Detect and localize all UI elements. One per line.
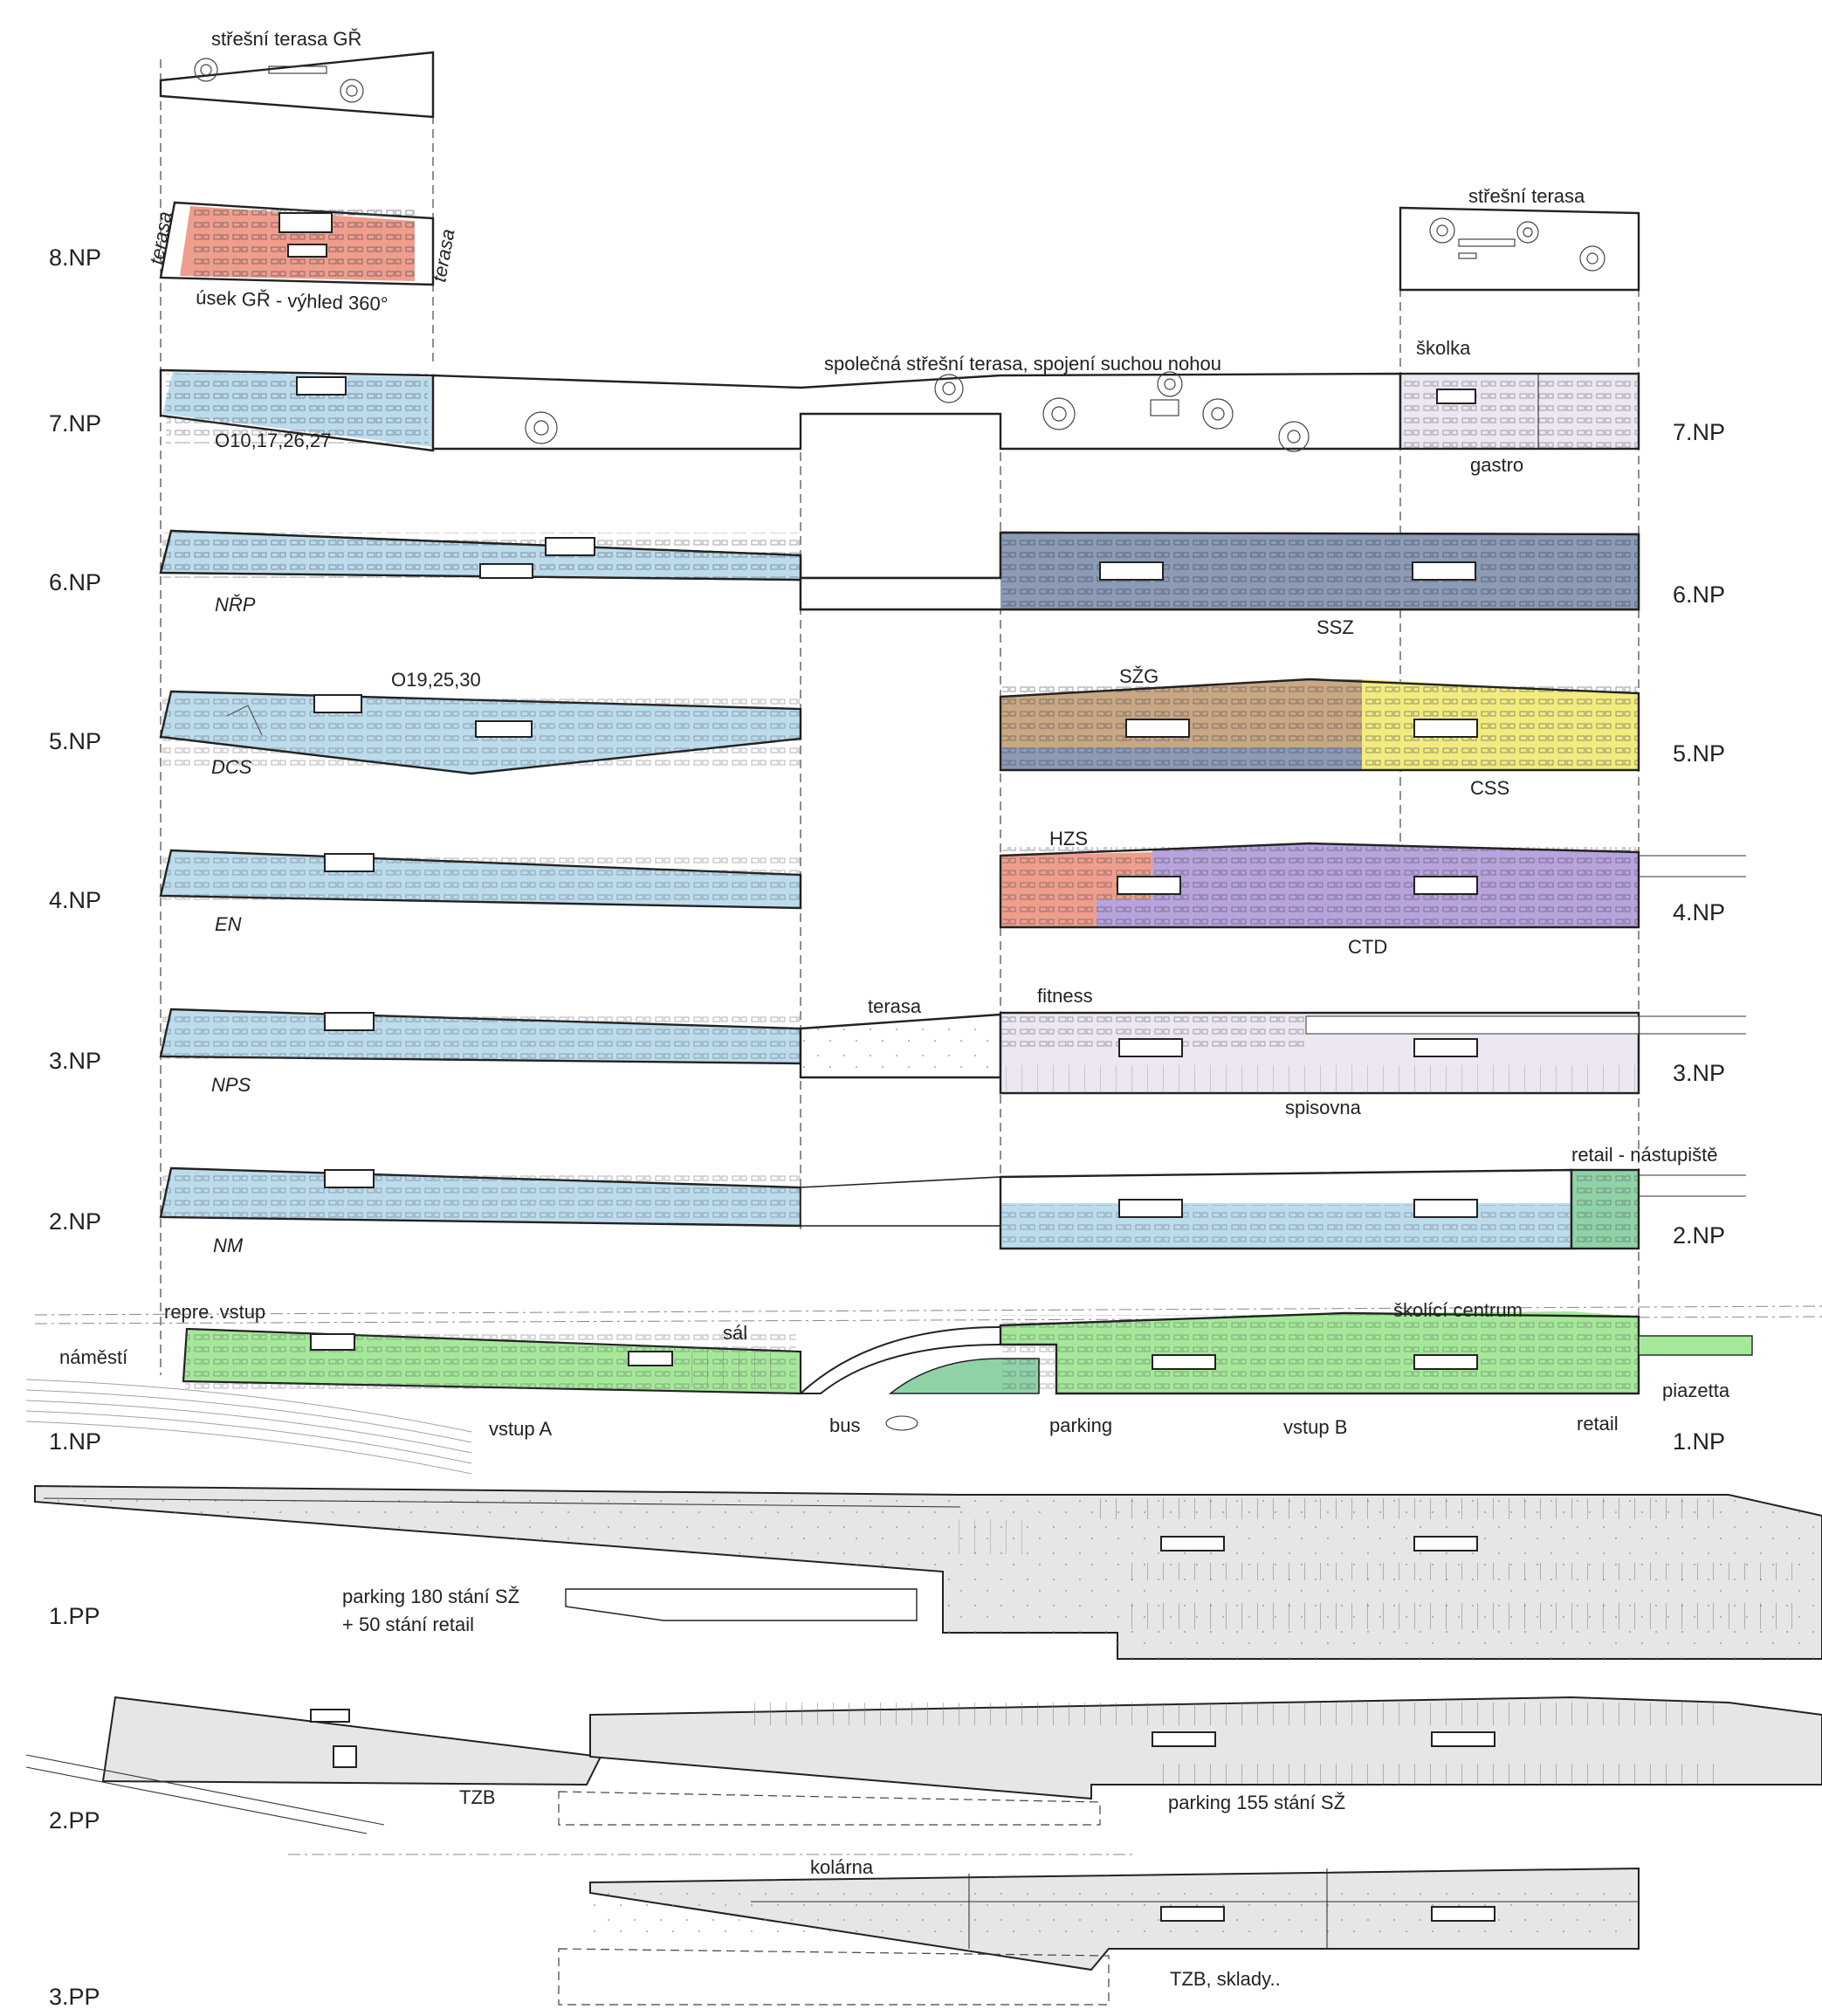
label-retail-nastupiste: retail - nástupiště	[1571, 1144, 1718, 1166]
area-annotations: střešní terasa GŘ terasa terasa úsek GŘ …	[59, 28, 1730, 1990]
label-gastro: gastro	[1470, 454, 1523, 476]
label-right-5np: 5.NP	[1673, 740, 1725, 767]
label-o10: O10,17,26,27	[215, 430, 331, 451]
label-skolka: školka	[1416, 337, 1471, 359]
label-right-2np: 2.NP	[1673, 1222, 1725, 1249]
floor-3np-plan	[159, 1008, 1746, 1095]
left-floor-labels: 8.NP 7.NP 6.NP 5.NP 4.NP 3.NP 2.NP 1.NP …	[49, 244, 101, 2010]
label-repre-vstup: repre. vstup	[164, 1301, 265, 1323]
label-2pp: 2.PP	[49, 1807, 100, 1834]
floor-7np-plan	[159, 368, 1640, 452]
label-3np: 3.NP	[49, 1048, 101, 1074]
label-right-7np: 7.NP	[1673, 419, 1725, 445]
floor-4np-plan	[159, 842, 1746, 929]
label-hzs: HZS	[1049, 828, 1088, 850]
label-css: CSS	[1470, 777, 1509, 799]
label-1pp: 1.PP	[49, 1603, 100, 1629]
label-parking: parking	[1049, 1414, 1112, 1436]
label-retail: retail	[1577, 1413, 1619, 1435]
label-bus: bus	[829, 1414, 860, 1436]
label-tzb-sklady: TZB, sklady..	[1170, 1968, 1281, 1990]
floor-1pp-plan	[34, 1484, 1822, 1660]
label-3pp: 3.PP	[49, 1984, 100, 2010]
floor-5np-plan	[159, 678, 1640, 775]
floor-1np-plan	[25, 1305, 1822, 1475]
label-parking-155: parking 155 stání SŽ	[1168, 1792, 1345, 1813]
label-right-4np: 4.NP	[1673, 899, 1725, 925]
label-6np: 6.NP	[49, 569, 101, 595]
label-szg: SŽG	[1119, 665, 1159, 687]
label-ctd: CTD	[1348, 936, 1387, 958]
label-vstup-b: vstup B	[1283, 1416, 1347, 1438]
label-usek-gr: úsek GŘ - výhled 360°	[196, 286, 388, 315]
label-dcs: DCS	[211, 756, 252, 778]
floor-8np-plan	[159, 201, 435, 286]
label-8np: 8.NP	[49, 244, 101, 271]
label-right-1np: 1.NP	[1673, 1428, 1725, 1455]
label-spolecna-terasa: společná střešní terasa, spojení suchou …	[824, 353, 1221, 375]
label-spisovna: spisovna	[1285, 1097, 1362, 1118]
label-skolici-centrum: školící centrum	[1393, 1299, 1523, 1321]
label-kolarna: kolárna	[810, 1856, 874, 1878]
roof-terrace-right	[1399, 206, 1640, 292]
label-parking-180-line1: parking 180 stání SŽ	[342, 1586, 519, 1607]
floor-6np-plan	[159, 529, 1640, 611]
floor-3pp-plan	[288, 1854, 1640, 2006]
label-nrp: NŘP	[215, 594, 256, 616]
label-1np: 1.NP	[49, 1428, 101, 1455]
roof-terrace-gr	[159, 51, 435, 119]
label-7np: 7.NP	[49, 410, 101, 437]
label-stresni-terasa: střešní terasa	[1468, 185, 1585, 207]
label-piazetta: piazetta	[1662, 1380, 1730, 1401]
label-nm: NM	[213, 1235, 244, 1256]
floor-2np-plan	[159, 1166, 1746, 1250]
label-ssz: SSZ	[1317, 616, 1354, 638]
label-stresni-terasa-gr: střešní terasa GŘ	[211, 28, 361, 50]
label-4np: 4.NP	[49, 887, 101, 913]
label-2np: 2.NP	[49, 1208, 101, 1235]
label-vstup-a: vstup A	[489, 1418, 552, 1440]
label-en: EN	[215, 913, 242, 935]
label-right-6np: 6.NP	[1673, 581, 1725, 608]
label-5np: 5.NP	[49, 728, 101, 754]
label-o19: O19,25,30	[391, 669, 481, 691]
label-tzb: TZB	[459, 1786, 496, 1808]
label-sal: sál	[723, 1322, 747, 1344]
label-parking-180-line2: + 50 stání retail	[342, 1613, 474, 1635]
label-fitness: fitness	[1037, 985, 1093, 1007]
label-right-3np: 3.NP	[1673, 1060, 1725, 1086]
right-floor-labels: 7.NP 6.NP 5.NP 4.NP 3.NP 2.NP 1.NP	[1673, 419, 1725, 1455]
label-nps: NPS	[211, 1074, 251, 1096]
floor-2pp-plan	[25, 1696, 1822, 1834]
label-namesti: náměstí	[59, 1346, 127, 1368]
label-terasa-3np: terasa	[868, 995, 922, 1017]
